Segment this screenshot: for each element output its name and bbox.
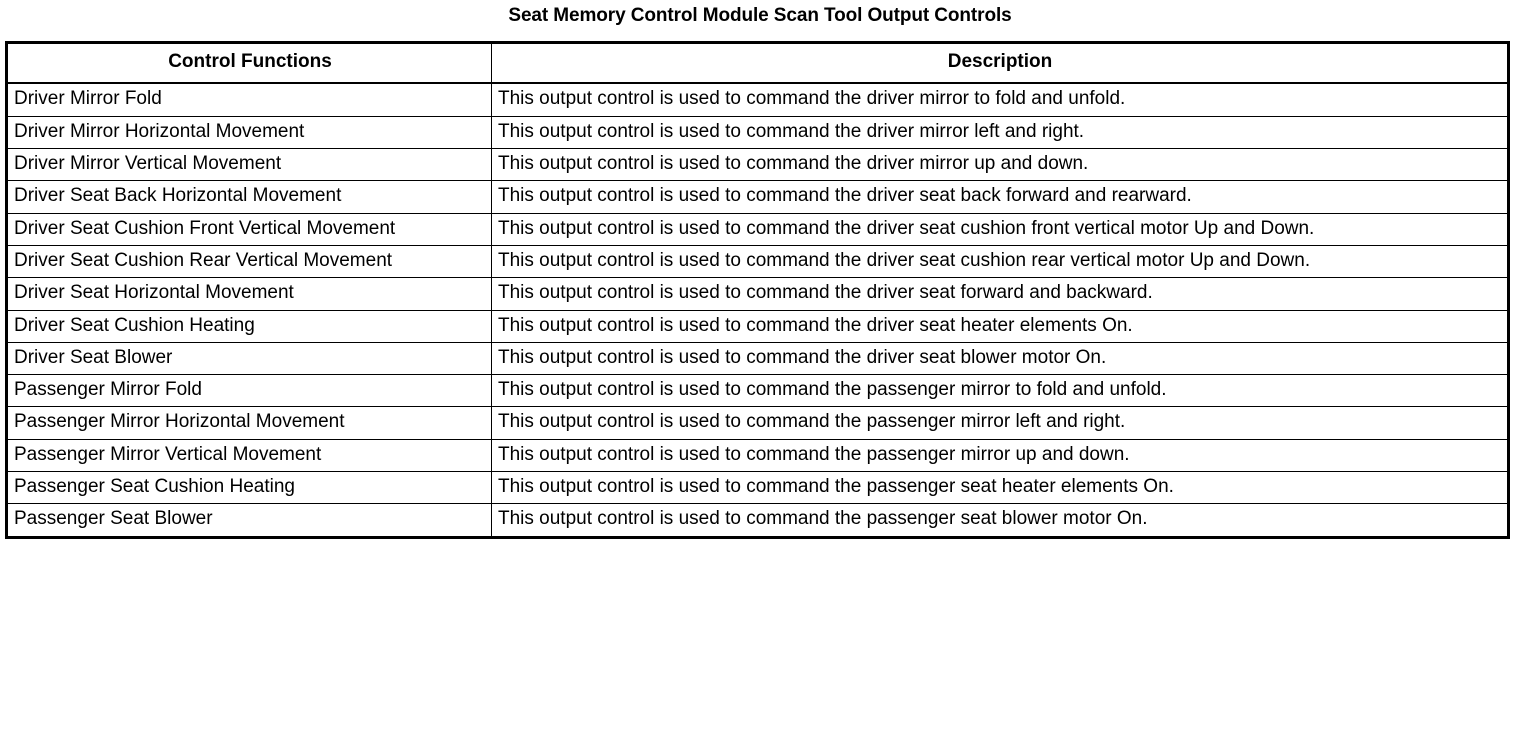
table-row: Driver Seat Cushion Front Vertical Movem…	[6, 212, 1509, 246]
column-header-description: Description	[491, 42, 1509, 85]
cell-control-function: Driver Seat Blower	[6, 341, 492, 376]
cell-description: This output control is used to command t…	[491, 212, 1509, 246]
cell-description: This output control is used to command t…	[491, 180, 1509, 214]
cell-description: This output control is used to command t…	[491, 147, 1509, 182]
cell-description: This output control is used to command t…	[491, 309, 1509, 343]
cell-control-function: Driver Mirror Horizontal Movement	[6, 115, 492, 149]
cell-description: This output control is used to command t…	[491, 244, 1509, 279]
cell-control-function: Driver Seat Cushion Front Vertical Movem…	[6, 212, 492, 246]
cell-control-function: Passenger Seat Blower	[6, 503, 492, 538]
cell-description: This output control is used to command t…	[491, 341, 1509, 376]
page-title: Seat Memory Control Module Scan Tool Out…	[508, 5, 1012, 26]
cell-description: This output control is used to command t…	[491, 115, 1509, 149]
table-header-row: Control Functions Description	[6, 42, 1509, 85]
cell-description: This output control is used to command t…	[491, 82, 1509, 117]
scan-tool-output-controls-table: Control Functions Description Driver Mir…	[5, 41, 1510, 539]
cell-control-function: Driver Mirror Vertical Movement	[6, 147, 492, 182]
cell-control-function: Driver Seat Horizontal Movement	[6, 277, 492, 311]
cell-control-function: Passenger Mirror Vertical Movement	[6, 438, 492, 473]
cell-description: This output control is used to command t…	[491, 406, 1509, 440]
cell-control-function: Driver Seat Back Horizontal Movement	[6, 180, 492, 214]
cell-description: This output control is used to command t…	[491, 438, 1509, 473]
column-header-control-functions: Control Functions	[6, 42, 492, 85]
cell-control-function: Passenger Mirror Horizontal Movement	[6, 406, 492, 440]
cell-control-function: Driver Seat Cushion Rear Vertical Moveme…	[6, 244, 492, 279]
cell-control-function: Driver Mirror Fold	[6, 82, 492, 117]
cell-control-function: Driver Seat Cushion Heating	[6, 309, 492, 343]
cell-description: This output control is used to command t…	[491, 277, 1509, 311]
controls-table-container: Control Functions Description Driver Mir…	[5, 41, 1510, 539]
cell-control-function: Passenger Mirror Fold	[6, 374, 492, 408]
cell-control-function: Passenger Seat Cushion Heating	[6, 471, 492, 505]
table-header: Control Functions Description	[6, 42, 1509, 85]
table-row: Driver Seat Cushion Rear Vertical Moveme…	[6, 244, 1509, 279]
cell-description: This output control is used to command t…	[491, 471, 1509, 505]
cell-description: This output control is used to command t…	[491, 503, 1509, 538]
cell-description: This output control is used to command t…	[491, 374, 1509, 408]
